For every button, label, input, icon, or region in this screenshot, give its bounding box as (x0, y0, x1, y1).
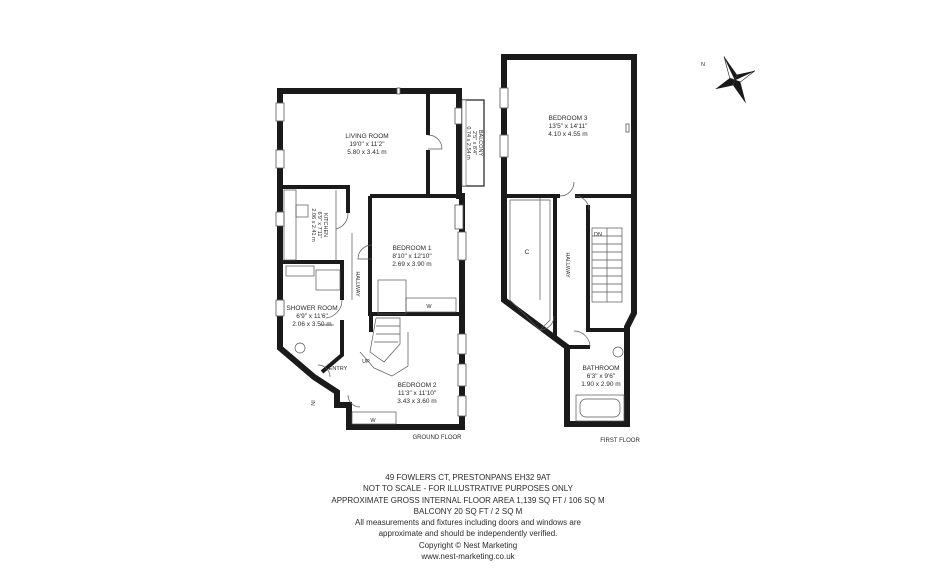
bathroom-metric: 1.90 x 2.90 m (581, 381, 620, 388)
balcony-imperial: 2'5" x 8'4" (471, 131, 477, 155)
entry-label: ENTRY (329, 366, 348, 372)
shower-room-name: SHOWER ROOM (286, 305, 337, 312)
living-room-metric: 5.80 x 3.41 m (347, 149, 386, 156)
first-floor-outer-wall (501, 54, 637, 427)
first-floor-fixtures (509, 198, 625, 422)
first-floor-interior-walls (502, 194, 634, 349)
bedroom-1-wardrobe-label: W (426, 304, 432, 310)
bedroom-3-name: BEDROOM 3 (548, 115, 587, 122)
ground-floor-label: GROUND FLOOR (412, 435, 462, 441)
ground-floor-outer-wall (277, 88, 465, 430)
ground-hallway-label: HALLWAY (354, 271, 360, 297)
ground-floor-labels: LIVING ROOM 19'0" x 11'2" 5.80 x 3.41 m … (286, 126, 483, 441)
balcony (461, 99, 485, 187)
scale-note: NOT TO SCALE - FOR ILLUSTRATIVE PURPOSES… (363, 484, 573, 494)
bedroom-2-name: BEDROOM 2 (397, 382, 436, 389)
first-floor-doors (539, 181, 591, 348)
first-floor (499, 54, 637, 427)
shower-room-imperial: 6'9" x 11'6" (296, 313, 328, 320)
first-floor-label: FIRST FLOOR (600, 438, 640, 444)
first-floor-windows (499, 87, 630, 158)
living-room-name: LIVING ROOM (345, 133, 388, 140)
balcony-area: BALCONY 20 SQ FT / 2 SQ M (413, 506, 523, 516)
ground-floor-interior-walls (280, 91, 459, 374)
kitchen-imperial: 6'9" x 7'11" (316, 212, 322, 239)
down-label: DN (594, 232, 602, 238)
bedroom-1-metric: 2.69 x 3.90 m (392, 261, 431, 268)
floor-area: APPROXIMATE GROSS INTERNAL FLOOR AREA 1,… (331, 495, 605, 505)
kitchen-metric: 2.06 x 2.41 m (310, 208, 316, 242)
disclaimer-line-2: approximate and should be independently … (378, 529, 558, 539)
living-room-imperial: 19'0" x 11'2" (349, 141, 385, 148)
kitchen-name: KITCHEN (322, 213, 328, 237)
compass-icon (715, 56, 756, 104)
bedroom-1-name: BEDROOM 1 (392, 245, 431, 252)
bathroom-imperial: 6'3" x 9'6" (587, 373, 616, 380)
bedroom-3-metric: 4.10 x 4.55 m (548, 131, 587, 138)
footer-text: 49 FOWLERS CT, PRESTONPANS EH32 9AT NOT … (0, 472, 936, 562)
copyright: Copyright © Nest Marketing (418, 540, 518, 550)
ground-floor (275, 87, 485, 430)
bedroom-2-wardrobe-label: W (370, 418, 376, 424)
bathroom-name: BATHROOM (582, 365, 619, 372)
disclaimer-line-1: All measurements and fixtures including … (355, 518, 581, 528)
balcony-name: BALCONY (477, 130, 483, 157)
balcony-metric: 0.74 x 2.54 m (465, 126, 471, 160)
first-floor-labels: BEDROOM 3 13'5" x 14'11" 4.10 x 4.55 m C… (525, 115, 641, 444)
shower-room-metric: 2.06 x 3.50 m (292, 321, 331, 328)
bedroom-2-metric: 3.43 x 3.60 m (397, 398, 436, 405)
in-label: IN (309, 400, 315, 406)
bedroom-2-imperial: 11'3" x 11'10" (398, 390, 437, 397)
bedroom-1-imperial: 8'10" x 12'10" (392, 253, 432, 260)
ground-floor-doors (317, 134, 443, 408)
bedroom-3-imperial: 13'5" x 14'11" (549, 123, 588, 130)
compass-north-label: N (701, 62, 705, 68)
cupboard-label: C (525, 249, 530, 256)
website: www.nest-marketing.co.uk (421, 552, 515, 562)
first-hallway-label: HALLWAY (564, 252, 570, 278)
ground-floor-fixtures (283, 189, 457, 425)
up-label: UP (362, 359, 370, 365)
address: 49 FOWLERS CT, PRESTONPANS EH32 9AT (385, 473, 551, 482)
